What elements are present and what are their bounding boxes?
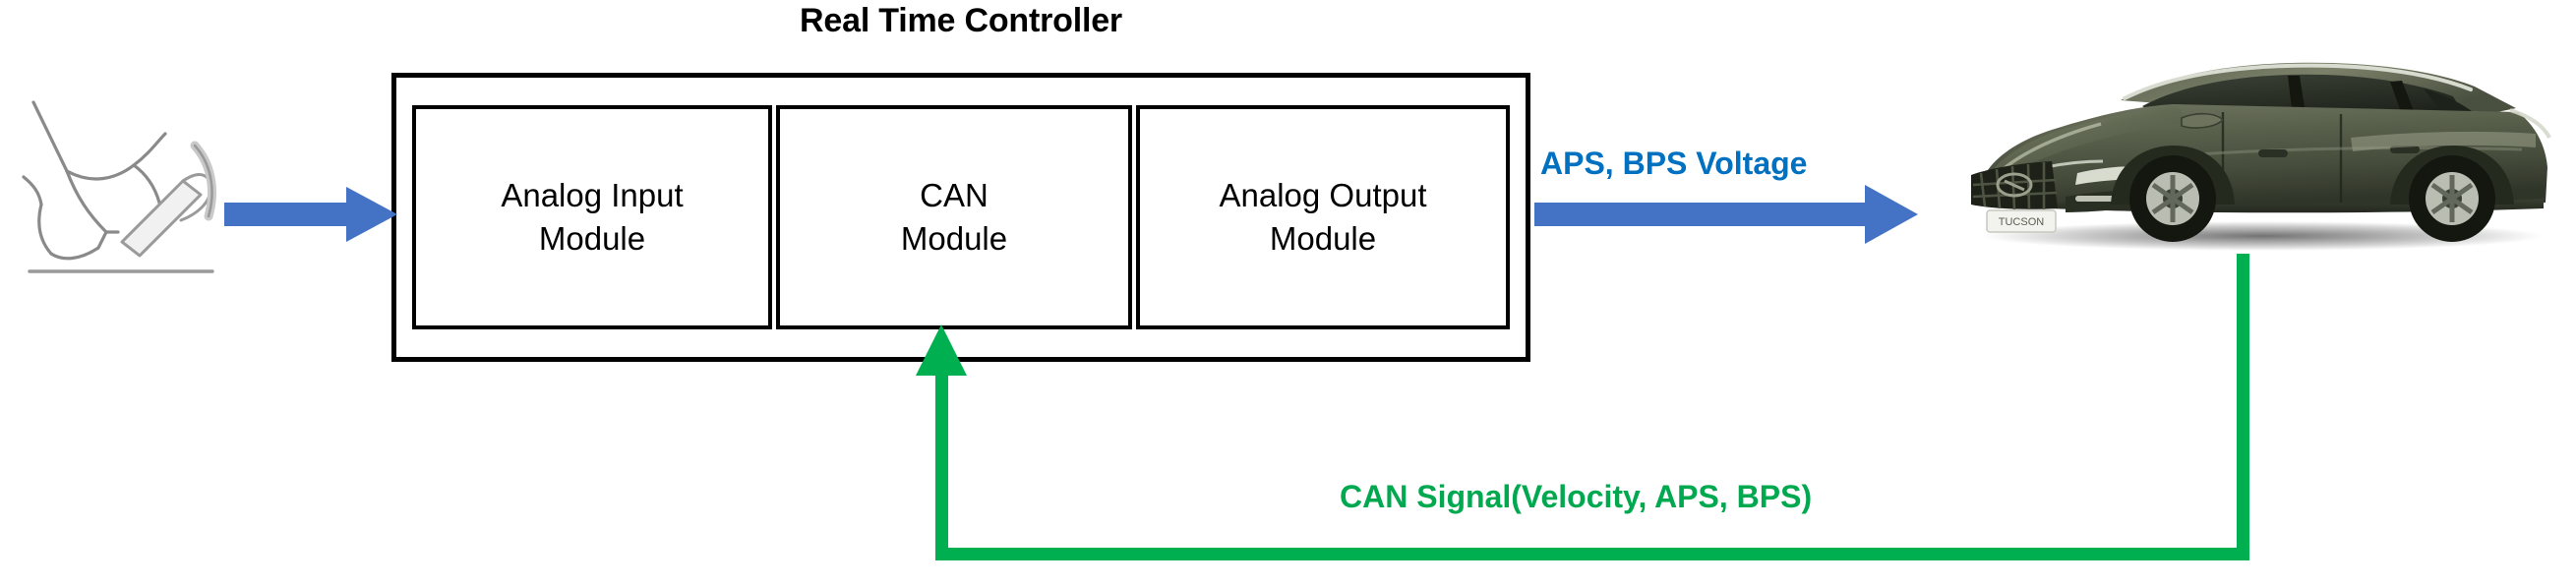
fog-light <box>2075 196 2119 202</box>
modules-row: Analog Input Module CAN Module Analog Ou… <box>396 78 1526 357</box>
aps-bps-voltage-arrow <box>1534 185 1918 244</box>
roof-rail <box>2123 63 2473 100</box>
can-module-label: CAN Module <box>900 177 1008 257</box>
pedal-input-arrow <box>224 187 397 242</box>
can-module-box[interactable]: CAN Module <box>776 105 1132 329</box>
controller-title: Real Time Controller <box>800 2 1122 39</box>
door-handle-front <box>2258 149 2288 157</box>
analog-input-module-box[interactable]: Analog Input Module <box>412 105 772 329</box>
license-plate <box>1986 209 2057 233</box>
front-wheel <box>2129 155 2216 242</box>
brand-emblem <box>1996 172 2033 198</box>
can-signal-label: CAN Signal(Velocity, APS, BPS) <box>1340 479 1813 514</box>
side-mirror <box>2181 112 2225 129</box>
analog-output-module-box[interactable]: Analog Output Module <box>1136 105 1510 329</box>
analog-output-module-label: Analog Output Module <box>1219 177 1427 257</box>
car-shadow <box>1982 221 2543 251</box>
car-hood <box>1985 105 2187 185</box>
rear-wheel <box>2409 155 2495 242</box>
analog-input-module-label: Analog Input Module <box>501 177 684 257</box>
rear-highlight <box>2351 131 2536 151</box>
vehicle-illustration: TUCSON <box>1928 35 2567 252</box>
license-plate-text: TUCSON <box>1999 216 2045 228</box>
real-time-controller-box: Analog Input Module CAN Module Analog Ou… <box>391 73 1530 362</box>
aps-bps-voltage-label: APS, BPS Voltage <box>1540 146 1808 181</box>
suv-car-icon: TUCSON <box>1971 62 2551 251</box>
foot-on-pedal-icon <box>22 100 216 273</box>
pedal-pad <box>120 179 203 258</box>
driver-pedal-illustration <box>8 94 236 283</box>
